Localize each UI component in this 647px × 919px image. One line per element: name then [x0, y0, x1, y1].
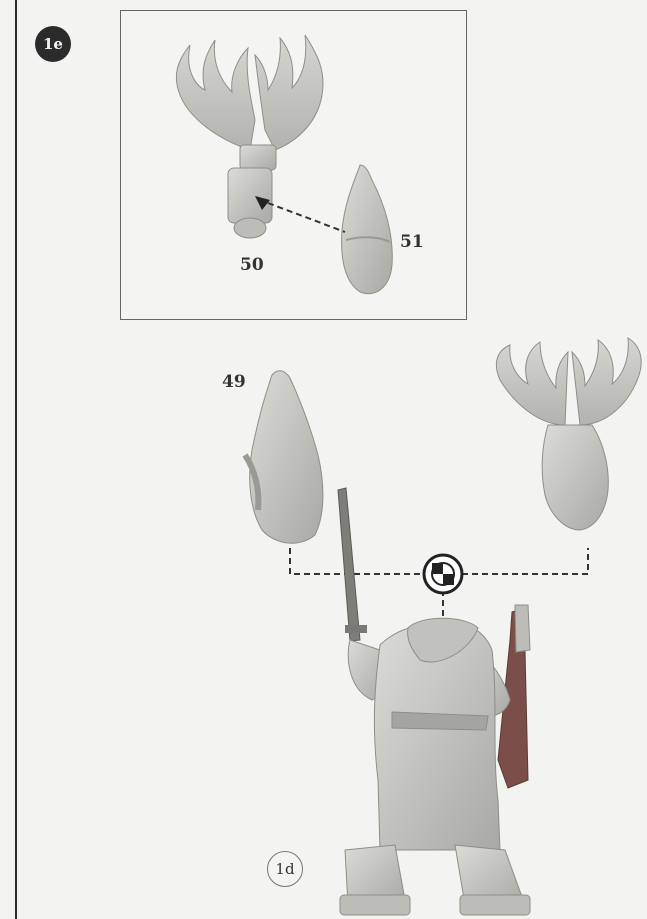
part-label-49: 49	[222, 372, 246, 392]
part-label-50: 50	[240, 255, 264, 275]
checkered-target-icon	[424, 555, 462, 593]
inset-dashed-connector	[268, 203, 345, 232]
previous-step-label: 1d	[275, 860, 294, 878]
previous-step-marker: 1d	[267, 851, 303, 887]
part-51-head	[342, 165, 393, 294]
part-50-wings	[176, 35, 323, 238]
part-label-51: 51	[400, 232, 424, 252]
part-49-head	[245, 371, 323, 543]
miniature-body	[338, 488, 530, 915]
winged-helm-part	[496, 338, 641, 530]
